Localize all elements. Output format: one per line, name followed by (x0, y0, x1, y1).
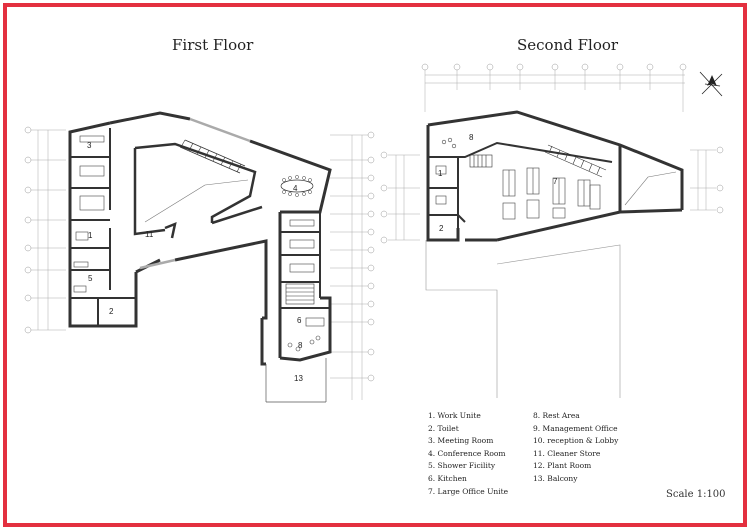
first-floor-plan (24, 111, 375, 403)
first-floor-right-furniture (289, 219, 315, 273)
room-label: 1 (438, 169, 443, 178)
second-floor-stair (469, 144, 607, 178)
second-floor-plan (380, 63, 724, 398)
first-floor-left-dimensions (30, 129, 66, 331)
legend-item: 3. Meeting Room (428, 436, 494, 446)
legend-column-2: 8. Rest Area 9. Management Office 10. re… (533, 410, 618, 486)
first-floor-outer-walls (68, 111, 332, 366)
first-floor-left-rooms (70, 128, 136, 326)
scale-label: Scale 1:100 (666, 489, 726, 500)
second-floor-outer-walls (426, 110, 684, 242)
room-label: 8 (469, 133, 474, 142)
room-label: 2 (439, 224, 444, 233)
first-floor-left-furniture (73, 135, 105, 293)
first-floor-right-grid-bubbles (367, 131, 375, 382)
first-floor-atrium-void (144, 179, 249, 223)
first-floor-left-grid-bubbles (24, 126, 32, 334)
second-floor-room-numbers: 8 1 7 2 (438, 133, 558, 233)
second-floor-top-grid-bubbles (421, 63, 687, 71)
second-floor-side-grid-bubbles (380, 146, 724, 244)
rest-area-furniture (435, 137, 457, 205)
first-floor-stair-2 (285, 283, 315, 305)
room-label: 13 (294, 374, 303, 383)
first-floor-inner-walls (133, 142, 263, 239)
office-desks (502, 167, 601, 220)
room-label: 5 (88, 274, 93, 283)
room-label: 1 (88, 231, 93, 240)
legend-item: 2. Toilet (428, 423, 459, 433)
legend-item: 6. Kitchen (428, 473, 467, 483)
lower-floor-outline (425, 240, 621, 398)
first-floor-title: First Floor (172, 36, 254, 54)
legend-item: 10. reception & Lobby (533, 436, 619, 446)
legend-item: 9. Management Office (533, 423, 618, 433)
legend-item: 11. Cleaner Store (533, 448, 601, 458)
first-floor-right-rooms (280, 212, 330, 309)
legend-column-1: 1. Work Unite 2. Toilet 3. Meeting Room … (428, 410, 508, 498)
room-label: 11 (145, 230, 154, 239)
first-floor-stair (179, 139, 246, 174)
legend-item: 7. Large Office Unite (428, 486, 509, 496)
conference-table (280, 179, 314, 193)
legend-item: 5. Shower Ficility (428, 461, 496, 471)
second-floor-void (624, 171, 677, 206)
first-floor-glazing (139, 117, 251, 270)
balcony-outline (265, 358, 327, 403)
room-label: 8 (298, 341, 303, 350)
first-floor-kitchen-furniture (287, 317, 325, 352)
second-floor-inner-walls (428, 141, 613, 228)
room-label: 7 (553, 177, 558, 186)
second-floor-side-dimensions (388, 149, 716, 241)
legend-item: 4. Conference Room (428, 448, 506, 458)
sheet-frame (3, 3, 747, 527)
room-label: 4 (293, 184, 298, 193)
room-label: 3 (87, 141, 92, 150)
conference-chairs (282, 175, 312, 197)
second-floor-title: Second Floor (517, 36, 619, 54)
legend-item: 12. Plant Room (533, 461, 592, 471)
room-label: 6 (297, 316, 302, 325)
room-label: 2 (109, 307, 114, 316)
legend-item: 8. Rest Area (533, 411, 580, 420)
first-floor-room-numbers: 3 4 1 11 5 2 6 8 13 (87, 141, 303, 383)
first-floor-stair-treads (180, 139, 242, 173)
second-floor-top-dimensions (424, 68, 685, 112)
legend-item: 13. Balcony (533, 473, 578, 483)
north-arrow-icon (699, 71, 723, 97)
first-floor-right-dimensions (330, 134, 368, 400)
legend-item: 1. Work Unite (428, 411, 481, 420)
